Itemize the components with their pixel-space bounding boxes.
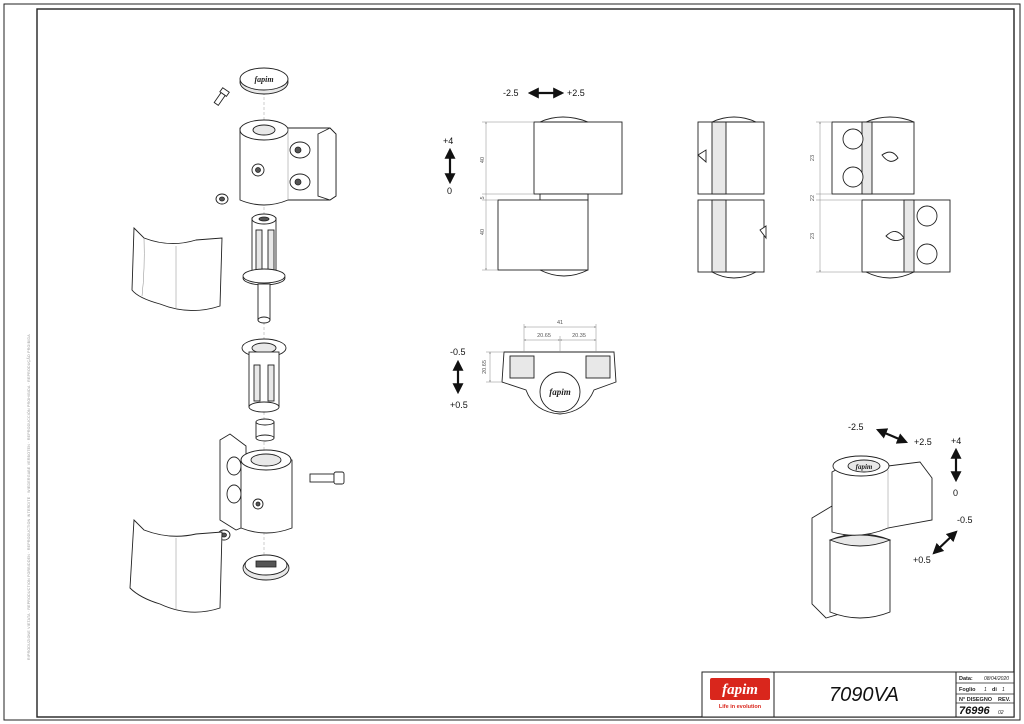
- front-view: 40 5 40 -2.5 +2.5 +4 0: [443, 87, 623, 277]
- outer-border: [3, 3, 1021, 721]
- iso-horizontal-arrow: [875, 428, 909, 444]
- upper-hinge-body: [239, 119, 337, 206]
- side-view-left: [697, 116, 767, 279]
- sheet-label: Foglio: [959, 687, 976, 693]
- isometric-view: fapim -2.5 +2.5 +4 0 -0.5 +0.5: [811, 422, 973, 619]
- dim-top-height: 20.65: [482, 360, 488, 374]
- iso-right-label: +2.5: [914, 437, 932, 447]
- lower-hinge-body: [219, 433, 293, 534]
- company-logo-text: fapim: [722, 682, 758, 698]
- title-block: fapim Life in evolution 7090VA Data: 08/…: [701, 671, 1015, 718]
- screw-top: [213, 87, 230, 106]
- drawing-number: 76996: [959, 705, 990, 717]
- exploded-view: fapim: [129, 67, 345, 613]
- company-logo: fapim Life in evolution: [710, 678, 770, 710]
- cover-upper: [131, 226, 223, 311]
- of-label: di: [992, 687, 997, 693]
- adjust-down-label: 0: [447, 186, 452, 196]
- small-cylinder: [255, 418, 275, 442]
- revision-number: 02: [998, 710, 1004, 716]
- dim-front-gap: 5: [480, 196, 486, 199]
- dim-front-lower: 40: [480, 229, 486, 235]
- rev-label: REV.: [998, 697, 1011, 703]
- dim-top-left: 20.65: [537, 333, 551, 339]
- top-cap-face: [239, 67, 289, 91]
- company-tagline: Life in evolution: [719, 704, 762, 710]
- date-value: 08/04/2020: [984, 676, 1009, 682]
- side-view-right: 23 22 23: [810, 116, 951, 279]
- of-value: 1: [1002, 687, 1005, 693]
- adjust-right-label: +2.5: [567, 88, 585, 98]
- iso-diag-down-label: +0.5: [913, 555, 931, 565]
- top-view-logo: fapim: [549, 387, 571, 397]
- iso-down-label: 0: [953, 488, 958, 498]
- reproduction-note: RIPRODUZIONE VIETATA · REPRODUCTION FORB…: [26, 334, 31, 660]
- dim-top-total: 41: [557, 320, 563, 326]
- dim-top-right: 20.35: [572, 333, 586, 339]
- iso-logo: fapim: [856, 463, 873, 471]
- dim-front-upper: 40: [480, 157, 486, 163]
- dim-side-lower: 23: [810, 233, 816, 239]
- adjust-up-label: +4: [443, 136, 453, 146]
- bottom-cap: [242, 554, 290, 581]
- drawing-no-label: N° DISEGNO: [959, 697, 993, 703]
- front-lower-leaf: [497, 199, 589, 271]
- sheet-value: 1: [984, 687, 987, 693]
- iso-up-label: +4: [951, 436, 961, 446]
- iso-diagonal-arrow: [932, 530, 958, 555]
- adjust-left-label: -2.5: [503, 88, 519, 98]
- top-cap-logo: fapim: [254, 75, 273, 84]
- front-upper-leaf: [533, 121, 623, 195]
- bushing: [241, 338, 287, 413]
- screw-lower: [309, 471, 345, 485]
- date-label: Data:: [959, 676, 973, 682]
- top-adjust-down-label: +0.5: [450, 400, 468, 410]
- drawing-title: 7090VA: [829, 684, 899, 706]
- dim-side-mid: 22: [810, 195, 816, 201]
- top-adjust-up-label: -0.5: [450, 347, 466, 357]
- dim-side-upper: 23: [810, 155, 816, 161]
- top-view: fapim 41 20.65 20.35 20.65 -0.5 +0.5: [450, 320, 617, 415]
- grub-screw-upper: [215, 193, 229, 205]
- iso-left-label: -2.5: [848, 422, 864, 432]
- iso-diag-up-label: -0.5: [957, 515, 973, 525]
- axis-pin-upper: [242, 213, 286, 324]
- inner-border: [36, 8, 1015, 718]
